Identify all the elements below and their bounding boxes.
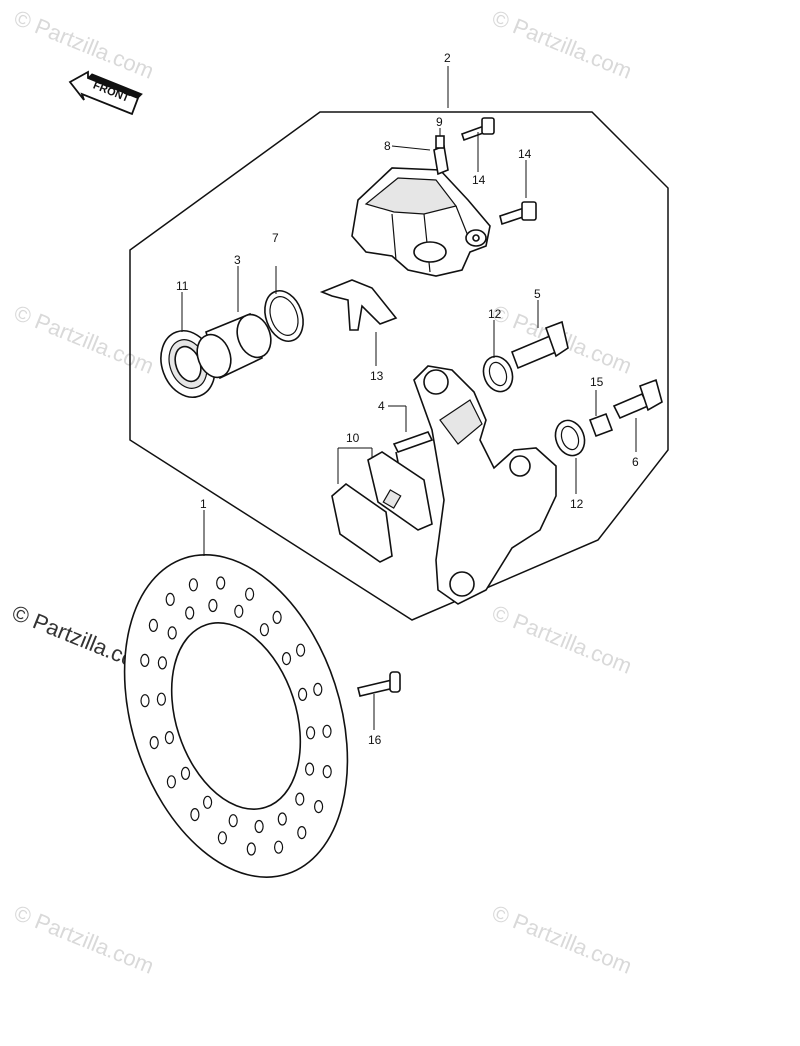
callout-7: 7 (272, 231, 279, 245)
sleeve (588, 412, 614, 438)
disc-holes (140, 576, 332, 856)
caliper-bracket (413, 365, 557, 605)
callout-12a: 12 (488, 307, 502, 321)
disc-hole (295, 792, 305, 806)
disc-hole (274, 840, 284, 854)
assembly-boundary (129, 111, 669, 621)
disc-hole (208, 598, 218, 613)
callout-5: 5 (534, 287, 541, 301)
disc-hole (164, 730, 174, 745)
disc-hole (281, 651, 292, 666)
callout-13: 13 (370, 369, 384, 383)
anti-rattle-spring (392, 431, 434, 463)
disc-hole (185, 606, 195, 620)
bolt-upper (460, 117, 495, 142)
disc-hole (322, 724, 332, 738)
disc-hole (228, 814, 238, 828)
bleed-valve (433, 135, 449, 176)
disc-hole (165, 592, 175, 607)
front-arrow-icon: FRONT (68, 70, 143, 116)
bolt-right (499, 201, 537, 226)
disc-hole (234, 604, 244, 618)
disc-hole (259, 623, 269, 637)
pad-spring (319, 279, 398, 331)
disc-bolt (357, 671, 401, 697)
dust-boot-upper (482, 355, 514, 393)
slide-shaft-upper (510, 320, 569, 370)
disc-hole (156, 692, 166, 706)
disc-hole (245, 587, 255, 601)
dust-boot-lower (554, 419, 586, 457)
piston-seal (264, 290, 304, 342)
disc-hole (306, 726, 316, 740)
callout-8: 8 (384, 139, 391, 153)
disc-hole (190, 807, 200, 822)
disc-hole (216, 576, 226, 590)
disc-hole (322, 764, 332, 779)
caliper-body (351, 167, 491, 277)
disc-hole (298, 687, 308, 702)
disc-hole (149, 735, 159, 750)
disc-hole (188, 578, 198, 592)
callout-1: 1 (200, 497, 207, 511)
disc-hole (297, 825, 307, 840)
leader-lines (181, 66, 637, 730)
callout-10: 10 (346, 431, 360, 445)
disc-hole (296, 643, 306, 657)
disc-hole (246, 842, 256, 856)
disc-hole (157, 656, 167, 670)
disc-hole (254, 819, 264, 834)
callout-14b: 14 (518, 147, 532, 161)
disc-hole (305, 762, 315, 776)
disc-hole (140, 653, 150, 668)
callout-11: 11 (176, 279, 189, 293)
callout-12b: 12 (570, 497, 584, 511)
disc-hole (148, 618, 158, 633)
piston (196, 312, 272, 380)
disc-hole (180, 766, 191, 781)
disc-hole (314, 799, 324, 814)
callouts: 1 2 3 4 5 6 7 8 9 10 11 12 12 13 14 14 1… (176, 51, 639, 747)
disc-hole (203, 795, 213, 809)
callout-14a: 14 (472, 173, 486, 187)
disc-hole (313, 682, 323, 697)
slide-shaft-lower (612, 378, 663, 420)
brake-pads (331, 451, 433, 563)
callout-9: 9 (436, 115, 443, 129)
callout-15: 15 (590, 375, 604, 389)
callout-16: 16 (368, 733, 382, 747)
disc-hole (217, 831, 227, 845)
callout-4: 4 (378, 399, 385, 413)
disc-hole (167, 626, 177, 640)
disc-hole (277, 812, 287, 826)
brake-disc (123, 554, 349, 878)
callout-2: 2 (444, 51, 451, 65)
callout-6: 6 (632, 455, 639, 469)
disc-hole (272, 610, 282, 625)
disc-hole (166, 775, 176, 789)
callout-3: 3 (234, 253, 241, 267)
disc-hole (140, 694, 150, 708)
